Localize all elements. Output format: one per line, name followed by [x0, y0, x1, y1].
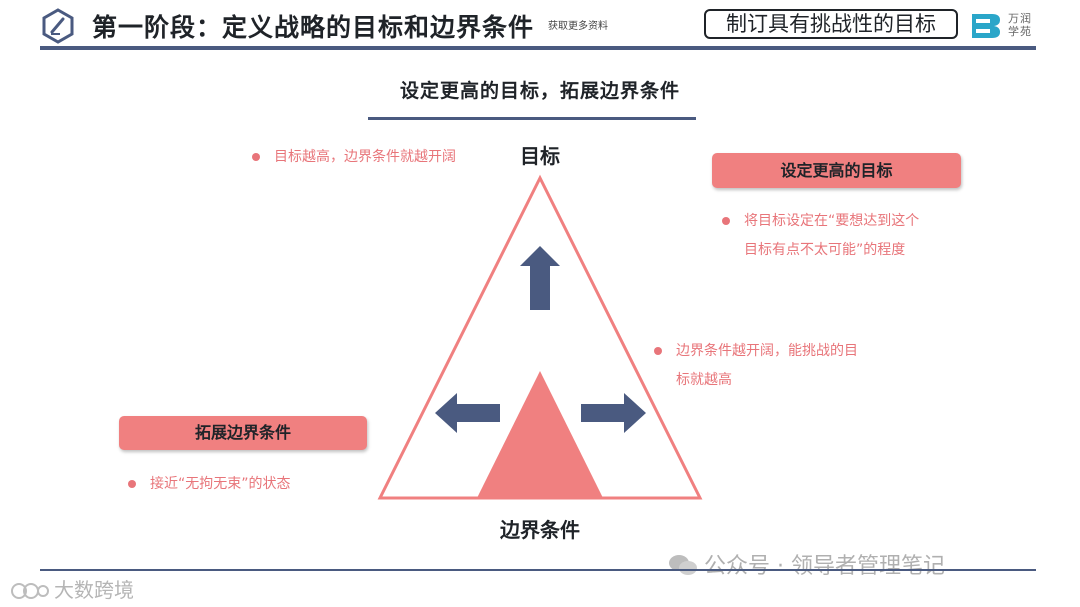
- bullet-dot: [128, 480, 136, 488]
- footer-divider: [40, 569, 1036, 571]
- bullet-boundary-wider-cont: 标就越高: [676, 372, 732, 388]
- watermark-left: 大数跨境: [10, 574, 134, 603]
- badge-set-higher-goal: 设定更高的目标: [712, 153, 961, 188]
- bullet-boundary-wider: 边界条件越开阔，能挑战的目: [654, 336, 858, 366]
- header-note: 获取更多资料: [548, 21, 608, 32]
- subtitle-underline: [368, 117, 696, 120]
- logo-icon: [972, 14, 1000, 38]
- watermark-wechat: 公众号 · 领导者管理笔记: [668, 548, 945, 580]
- bullet-unconstrained: 接近“无拘无束”的状态: [128, 469, 291, 499]
- diagram-top-label: 目标: [520, 144, 560, 168]
- bullet-dot: [722, 217, 730, 225]
- bullet-goal-higher: 目标越高，边界条件就越开阔: [252, 142, 456, 172]
- section-label-box: 制订具有挑战性的目标: [704, 9, 958, 39]
- logo-text: 万润学苑: [1008, 12, 1032, 38]
- inner-triangle: [477, 371, 603, 498]
- arrow-up-icon: [520, 246, 560, 310]
- badge-expand-boundary: 拓展边界条件: [119, 416, 367, 450]
- diagram-bottom-label: 边界条件: [500, 518, 580, 542]
- edit-icon: [42, 8, 74, 44]
- wechat-icon: [669, 555, 697, 575]
- header-divider: [40, 46, 1036, 50]
- bullet-dot: [654, 347, 662, 355]
- brand-icon: [11, 583, 49, 599]
- bullet-goal-setting: 将目标设定在“要想达到这个: [722, 206, 919, 236]
- page-title: 第一阶段：定义战略的目标和边界条件: [92, 13, 535, 42]
- bullet-goal-setting-cont: 目标有点不太可能”的程度: [744, 242, 906, 258]
- arrow-right-icon: [581, 393, 646, 433]
- arrow-left-icon: [435, 393, 500, 433]
- header: 第一阶段：定义战略的目标和边界条件 获取更多资料 制订具有挑战性的目标 万润学苑: [0, 0, 1080, 50]
- bullet-dot: [252, 153, 260, 161]
- triangle-diagram: [377, 174, 703, 500]
- slide-subtitle: 设定更高的目标，拓展边界条件: [399, 80, 680, 102]
